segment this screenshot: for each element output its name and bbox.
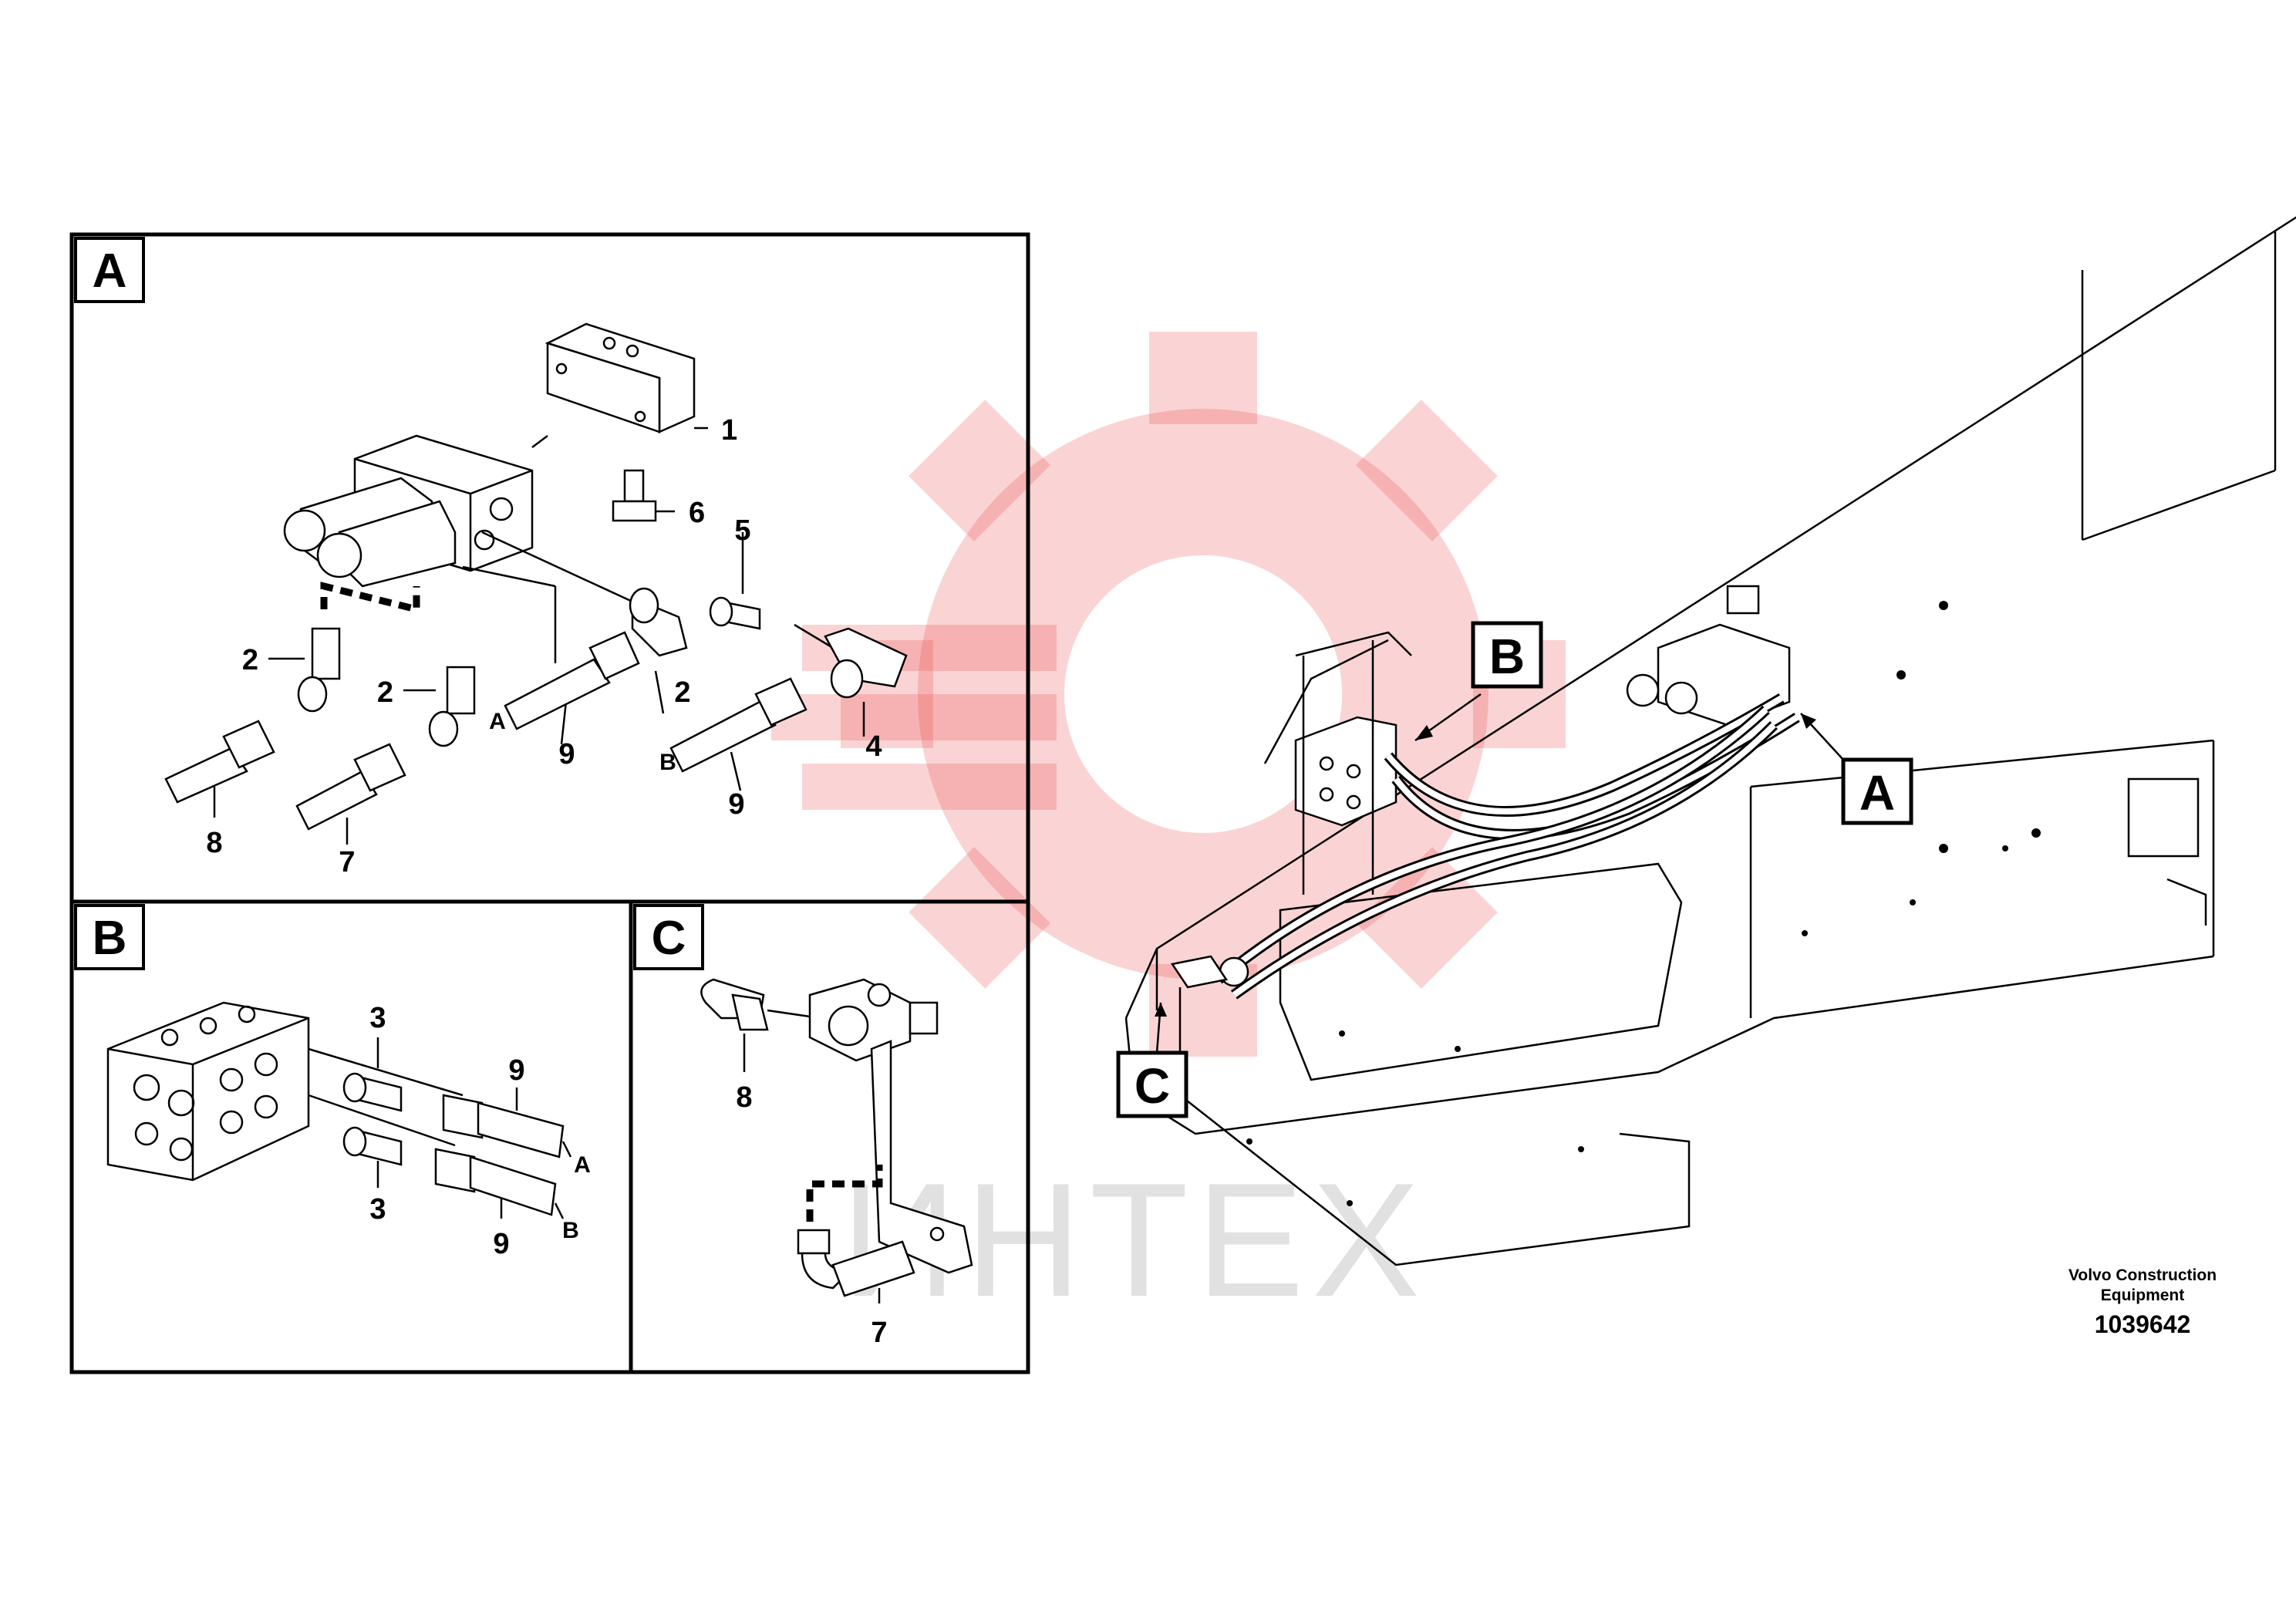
elbow-fitting-4 [824, 627, 908, 699]
callout-a-letter: A [1859, 765, 1895, 821]
dashed-connection-line [806, 1165, 883, 1242]
hoses-main [1215, 693, 1800, 1000]
elbow-fitting-2a [297, 627, 341, 713]
hose-9-a [504, 631, 640, 730]
valve-block-part [283, 434, 534, 588]
label-9-b: 9 [728, 788, 744, 821]
panel-a-letter-box [74, 237, 145, 303]
hose-9-b-lower [434, 1148, 557, 1216]
tee-fitting-part [808, 978, 939, 1062]
label-3-b: 3 [369, 1193, 386, 1226]
adapter-fitting-3-b [342, 1126, 403, 1166]
adapter-fitting-5 [709, 596, 761, 630]
panel-b-letter: B [93, 912, 127, 965]
diagram-number: 1039642 [2095, 1310, 2191, 1338]
gear-logo-icon [771, 332, 1566, 1057]
hose-7 [295, 743, 406, 831]
adapter-fitting-3-a [342, 1072, 403, 1112]
label-2-c: 2 [674, 676, 690, 709]
leader-lines-b [308, 1037, 518, 1219]
main-assembly-view: B A C [1116, 216, 2296, 1266]
label-4: 4 [865, 730, 882, 763]
valve-assembly-main [1626, 585, 1791, 727]
hose-9-b-upper [442, 1094, 565, 1158]
hose-end-a-label: A [489, 709, 506, 734]
panel-b-letter-box [74, 904, 145, 970]
screw-part [612, 469, 657, 522]
bracket-part [544, 322, 696, 433]
label-9-a: 9 [558, 738, 575, 771]
manifold-main [1294, 631, 1412, 895]
publisher-info: Volvo Construction Equipment 1039642 [2068, 1266, 2217, 1338]
leader-lines [213, 427, 865, 845]
panel-c-letter: C [652, 912, 686, 965]
callout-b-letter: B [1489, 629, 1525, 684]
clamp-part [700, 978, 769, 1031]
label-3-a: 3 [369, 1002, 386, 1034]
rivet-dots [1246, 601, 2041, 1206]
callout-c-letter: C [1135, 1058, 1170, 1114]
label-2-a: 2 [242, 644, 258, 676]
label-8: 8 [206, 827, 222, 859]
callout-a: A [1800, 713, 1913, 825]
callout-b: B [1414, 621, 1543, 742]
elbow-fitting-2c [629, 587, 688, 657]
label-9-b: 9 [493, 1228, 509, 1260]
dashed-connection-line [320, 582, 420, 614]
elbow-fitting-2b [428, 666, 476, 747]
hose-9-b [669, 677, 807, 773]
hose-7-elbow [797, 1229, 915, 1297]
panel-b: B [69, 899, 633, 1374]
publisher-name-line-1: Volvo Construction [2068, 1266, 2217, 1284]
label-8: 8 [736, 1081, 752, 1114]
label-1: 1 [721, 414, 737, 447]
panel-c: C 8 7 [629, 899, 1030, 1374]
leader-lines-c [743, 1009, 881, 1303]
tee-fitting-main [1170, 955, 1249, 989]
label-5: 5 [734, 514, 750, 547]
label-2-b: 2 [377, 676, 393, 709]
hose-end-b-label: B [659, 750, 676, 775]
hose-end-a-label: A [574, 1152, 591, 1178]
label-7: 7 [339, 846, 355, 878]
label-6: 6 [689, 497, 705, 529]
hose-end-b-label: B [562, 1218, 579, 1243]
panel-a-letter: A [93, 244, 127, 298]
panel-a: A [69, 232, 1030, 904]
callout-c: C [1116, 1002, 1188, 1118]
manifold-block-part [106, 1001, 310, 1182]
label-7: 7 [871, 1317, 887, 1349]
panel-c-letter-box [633, 904, 704, 970]
label-9-a: 9 [508, 1054, 524, 1087]
hose-8 [164, 720, 275, 804]
publisher-name-line-2: Equipment [2101, 1286, 2185, 1304]
